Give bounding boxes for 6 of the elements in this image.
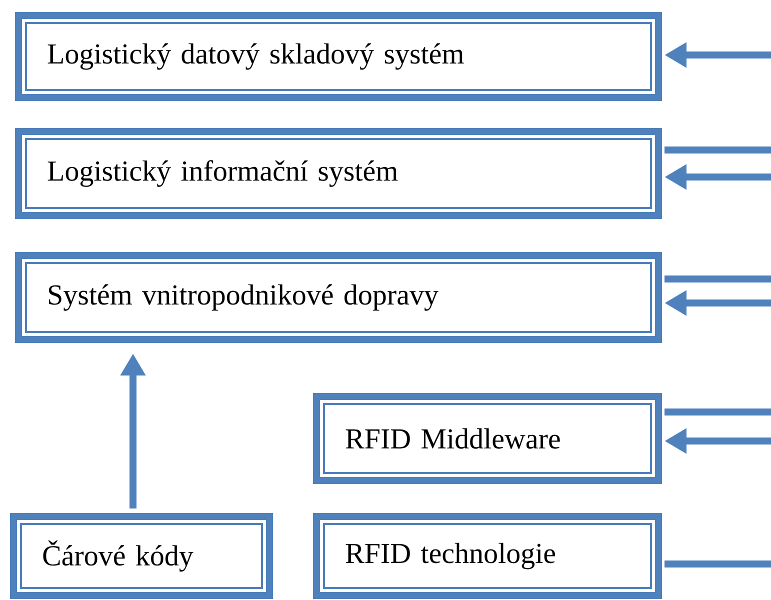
- text-box: Logistický datový skladový systém: [15, 12, 662, 101]
- text-box: RFID Middleware: [313, 393, 662, 484]
- text-box: RFID technologie: [313, 513, 662, 599]
- text-box: Logistický informační systém: [15, 128, 662, 219]
- text-box: Systém vnitropodnikové dopravy: [15, 252, 662, 343]
- text-box: Čárové kódy: [10, 513, 273, 599]
